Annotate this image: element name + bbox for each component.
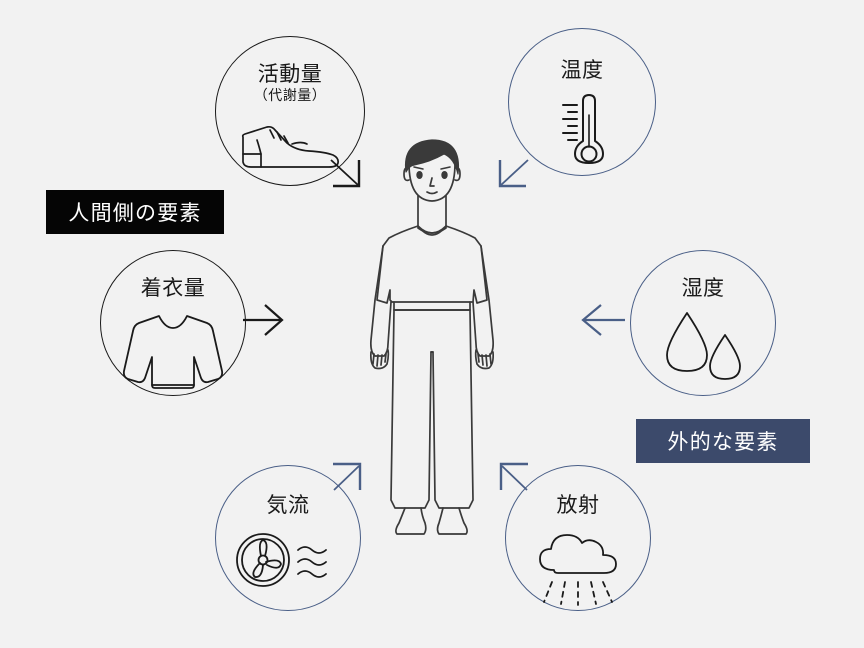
thermometer-icon (509, 93, 655, 167)
node-clothing-insulation: 着衣量 (100, 250, 246, 396)
node-airflow-label: 気流 (266, 494, 310, 517)
tag-human-side-factors: 人間側の要素 (46, 190, 224, 234)
node-humidity-label: 湿度 (681, 277, 725, 300)
node-activity-sublabel: （代謝量） (253, 86, 327, 103)
node-radiation-label: 放射 (556, 494, 600, 517)
node-clothing-label-group: 着衣量 (101, 277, 245, 301)
node-temperature-label: 温度 (560, 59, 604, 82)
tag-external-factors: 外的な要素 (636, 419, 810, 463)
node-radiation-label-group: 放射 (506, 494, 650, 518)
node-activity-metabolic-rate: 活動量 （代謝量） (215, 36, 365, 186)
node-radiation: 放射 (505, 465, 651, 611)
arrow-up-left-radiation (499, 462, 528, 491)
node-activity-label-group: 活動量 （代謝量） (216, 63, 364, 103)
cloud-rays-icon (506, 528, 650, 608)
shoe-icon (216, 121, 364, 173)
node-temperature-label-group: 温度 (509, 59, 655, 83)
node-airflow-label-group: 気流 (216, 494, 360, 518)
arrow-right-clothing (243, 304, 284, 336)
node-humidity: 湿度 (630, 250, 776, 396)
node-temperature: 温度 (508, 28, 656, 176)
sweater-icon (101, 309, 245, 391)
water-drops-icon (631, 311, 775, 383)
tag-external-label: 外的な要素 (667, 431, 779, 454)
node-airflow: 気流 (215, 465, 361, 611)
node-clothing-label: 着衣量 (140, 277, 206, 300)
node-humidity-label-group: 湿度 (631, 277, 775, 301)
arrow-left-humidity (581, 304, 625, 336)
node-activity-label: 活動量 (257, 63, 323, 86)
tag-human-side-label: 人間側の要素 (68, 202, 202, 225)
fan-wave-icon (216, 532, 360, 588)
